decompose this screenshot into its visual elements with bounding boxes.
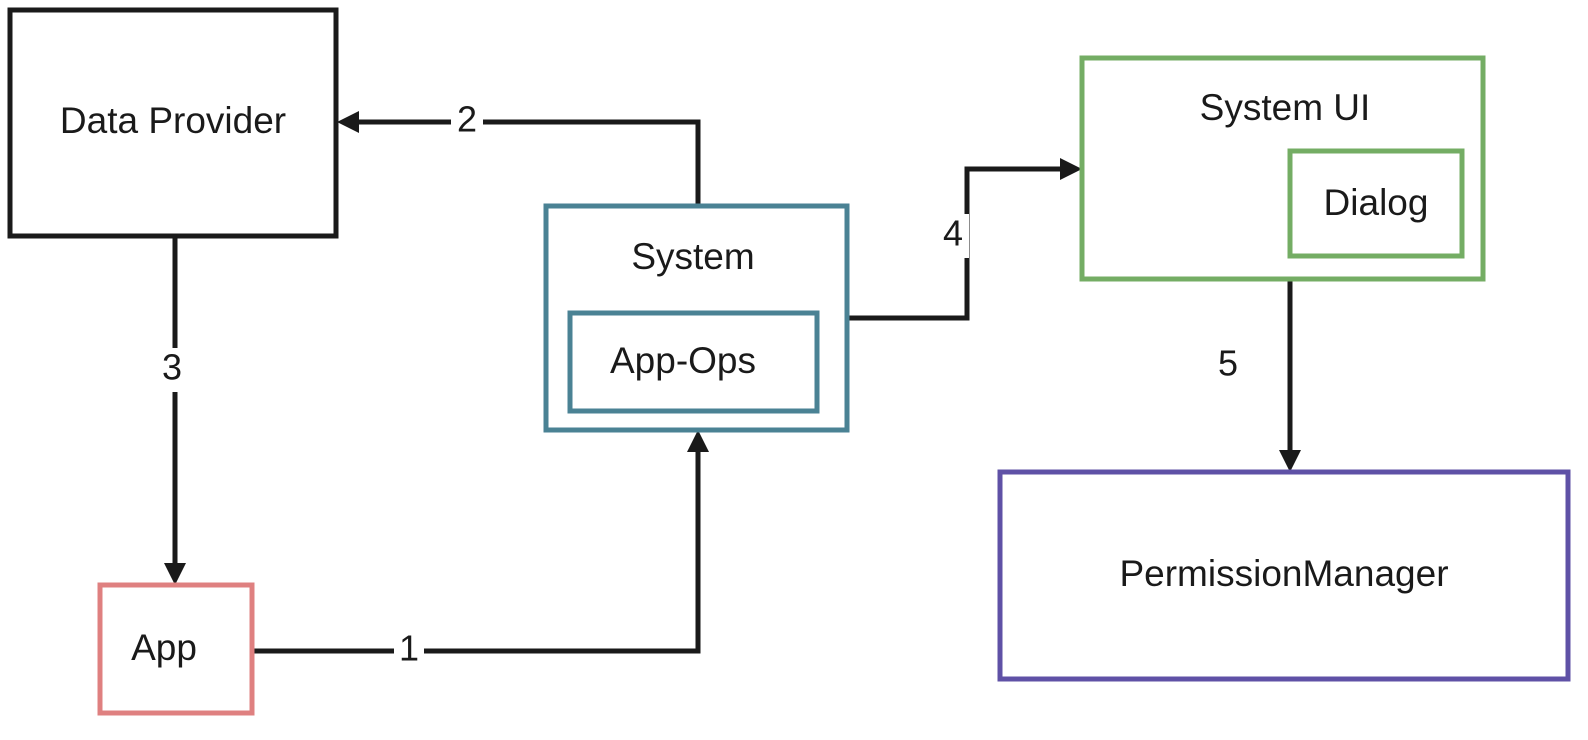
node-label-system: System <box>631 236 754 277</box>
edge-line-1 <box>252 440 701 654</box>
node-app[interactable]: App <box>97 582 255 716</box>
edge-1 <box>252 430 709 654</box>
node-app-ops[interactable]: App-Ops <box>567 310 820 414</box>
node-permission-manager[interactable]: PermissionManager <box>997 469 1571 682</box>
node-label-app-ops: App-Ops <box>610 340 756 381</box>
edge-label-5: 5 <box>1218 343 1238 384</box>
node-box-permission-manager[interactable] <box>997 469 1571 682</box>
arrowhead-3 <box>164 563 186 585</box>
edge-label-3: 3 <box>162 347 182 388</box>
node-label-app: App <box>131 627 197 668</box>
node-label-dialog: Dialog <box>1324 182 1429 223</box>
edge-label-backdrop-3 <box>156 348 188 392</box>
edge-label-group-2: 2 <box>451 99 483 144</box>
node-label-permission-manager: PermissionManager <box>1119 553 1448 594</box>
node-label-data-provider: Data Provider <box>60 100 286 141</box>
edge-label-backdrop-1 <box>394 629 424 673</box>
edge-label-4: 4 <box>943 213 963 254</box>
node-data-provider[interactable]: Data Provider <box>7 7 339 239</box>
node-box-data-provider[interactable] <box>7 7 339 239</box>
arrowhead-5 <box>1279 450 1301 472</box>
edge-label-backdrop-5 <box>1212 344 1244 388</box>
edge-label-group-1: 1 <box>394 628 424 673</box>
edge-label-2: 2 <box>457 99 477 140</box>
node-box-app[interactable] <box>97 582 255 716</box>
edge-label-group-4: 4 <box>937 213 969 258</box>
edge-label-group-5: 5 <box>1212 343 1244 388</box>
arrowhead-2 <box>337 111 359 133</box>
edge-3 <box>164 236 186 585</box>
edge-labels-layer: 1 2 3 4 5 <box>156 99 1244 673</box>
node-box-app-ops[interactable] <box>567 310 820 414</box>
node-dialog[interactable]: Dialog <box>1287 148 1465 259</box>
node-label-system-ui: System UI <box>1200 87 1371 128</box>
edge-label-group-3: 3 <box>156 347 188 392</box>
edge-label-1: 1 <box>399 628 419 669</box>
edge-label-backdrop-4 <box>937 214 969 258</box>
arrowhead-1 <box>687 430 709 452</box>
edge-2 <box>337 111 701 206</box>
edge-5 <box>1279 279 1301 472</box>
arrowhead-4 <box>1060 158 1082 180</box>
node-box-dialog[interactable] <box>1287 148 1465 259</box>
edge-label-backdrop-2 <box>451 100 483 144</box>
edge-line-2 <box>350 119 701 206</box>
